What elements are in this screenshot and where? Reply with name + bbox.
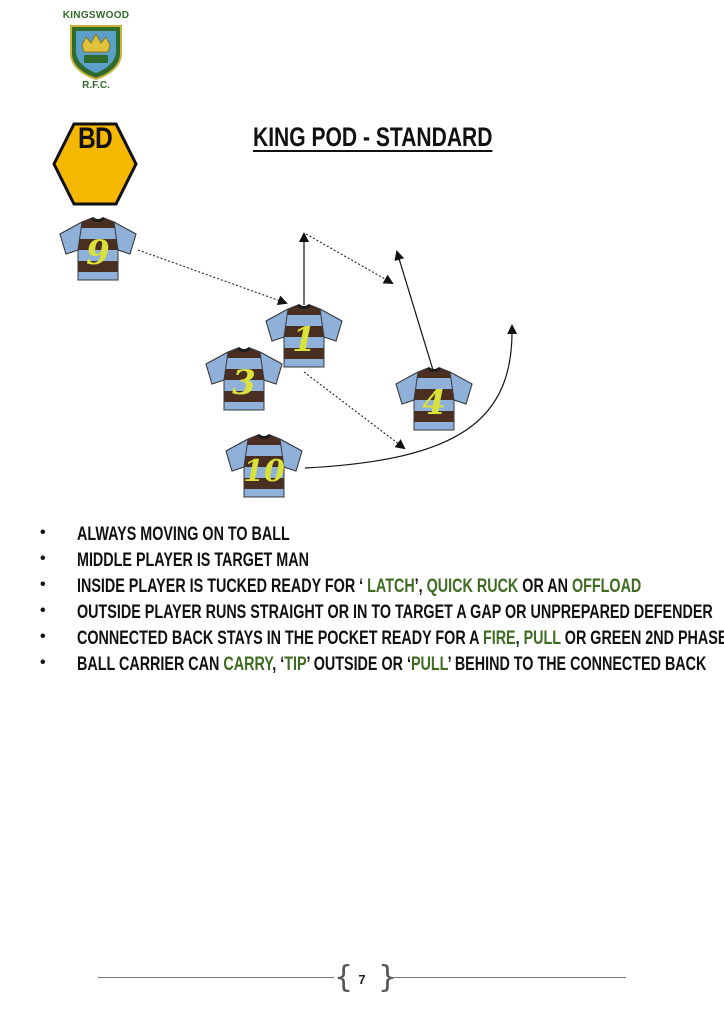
player-4-number: 4 <box>422 383 446 423</box>
club-logo: KINGSWOOD R.F.C. <box>60 10 132 94</box>
pass-arrow-1-to-4 <box>305 233 394 284</box>
bullet-text: Middle player is target man <box>77 550 309 572</box>
bullet-segment: , <box>515 628 524 649</box>
footer-brace-right: } <box>378 960 398 995</box>
coaching-points-list: • Always moving on to ball • Middle player… <box>40 524 724 680</box>
list-item: • Always moving on to ball <box>40 524 710 550</box>
player-4-jersey: 4 <box>394 366 474 432</box>
bullet-dot: • <box>40 550 46 567</box>
bullet-segment: ’ behind to the connected back <box>447 654 707 675</box>
highlight-term: pull <box>523 628 561 649</box>
list-item: • Inside player is tucked ready for ‘ Lat… <box>40 576 710 602</box>
bullet-dot: • <box>40 602 46 619</box>
play-diagram: 9 1 3 4 10 <box>58 216 518 499</box>
player-3-jersey: 3 <box>204 346 284 412</box>
player-9-number: 9 <box>86 233 110 273</box>
bullet-text: Ball carrier can carry, ‘tip’ outside or… <box>77 654 706 676</box>
bullet-segment: Always moving on to ball <box>77 524 290 545</box>
run-arrow-10-curve <box>304 324 518 469</box>
bullet-text: Always moving on to ball <box>77 524 290 546</box>
list-item: • Ball carrier can carry, ‘tip’ outside o… <box>40 654 710 680</box>
player-3-number: 3 <box>232 363 256 403</box>
list-item: • Outside player runs straight or in to t… <box>40 602 713 628</box>
highlight-term: pull <box>410 654 448 675</box>
position-badge-label: BD <box>78 122 113 155</box>
player-9-jersey: 9 <box>58 216 138 282</box>
page-title: King Pod - Standard <box>253 122 493 152</box>
highlight-term: fire <box>482 628 516 649</box>
bullet-dot: • <box>40 524 46 541</box>
bullet-text: Connected back stays in the pocket ready… <box>77 628 724 650</box>
highlight-term: carry <box>223 654 273 675</box>
footer-rule-right <box>390 977 626 978</box>
bullet-segment: Ball carrier can <box>77 654 224 675</box>
page-number: 7 <box>358 972 366 987</box>
highlight-term: offload <box>571 576 642 597</box>
club-crest-icon <box>70 25 122 81</box>
run-arrow-4 <box>394 250 434 371</box>
bullet-segment: Inside player is tucked ready for ‘ <box>77 576 368 597</box>
player-10-number: 10 <box>243 454 285 489</box>
bullet-segment: or green 2nd phase <box>560 628 724 649</box>
bullet-segment: Outside player runs straight or in to ta… <box>77 602 713 623</box>
player-1-number: 1 <box>292 320 316 360</box>
player-1-jersey: 1 <box>264 303 344 369</box>
highlight-term: Latch <box>367 576 415 597</box>
bullet-segment: Middle player is target man <box>77 550 309 571</box>
highlight-term: tip <box>284 654 307 675</box>
pass-arrow-9-to-1 <box>137 249 288 306</box>
bullet-dot: • <box>40 628 46 645</box>
bullet-segment: , ‘ <box>272 654 285 675</box>
list-item: • Middle player is target man <box>40 550 710 576</box>
bullet-dot: • <box>40 654 46 671</box>
logo-top-text: KINGSWOOD <box>62 10 130 21</box>
list-item: • Connected back stays in the pocket read… <box>40 628 724 654</box>
bullet-text: Inside player is tucked ready for ‘ Latc… <box>77 576 641 598</box>
position-badge-hexagon <box>52 122 138 206</box>
bullet-segment: ’ outside or ‘ <box>306 654 411 675</box>
logo-bottom-text: R.F.C. <box>82 80 110 91</box>
highlight-term: Quick Ruck <box>426 576 519 597</box>
player-10-jersey: 10 <box>224 433 304 499</box>
bullet-segment: or an <box>518 576 572 597</box>
footer-rule-left <box>98 977 334 978</box>
bullet-segment: ’, <box>414 576 427 597</box>
footer-brace-left: { <box>334 960 354 995</box>
bullet-text: Outside player runs straight or in to ta… <box>77 602 713 624</box>
bullet-dot: • <box>40 576 46 593</box>
bullet-segment: Connected back stays in the pocket ready… <box>77 628 483 649</box>
pass-arrow-1-to-10 <box>303 371 406 450</box>
